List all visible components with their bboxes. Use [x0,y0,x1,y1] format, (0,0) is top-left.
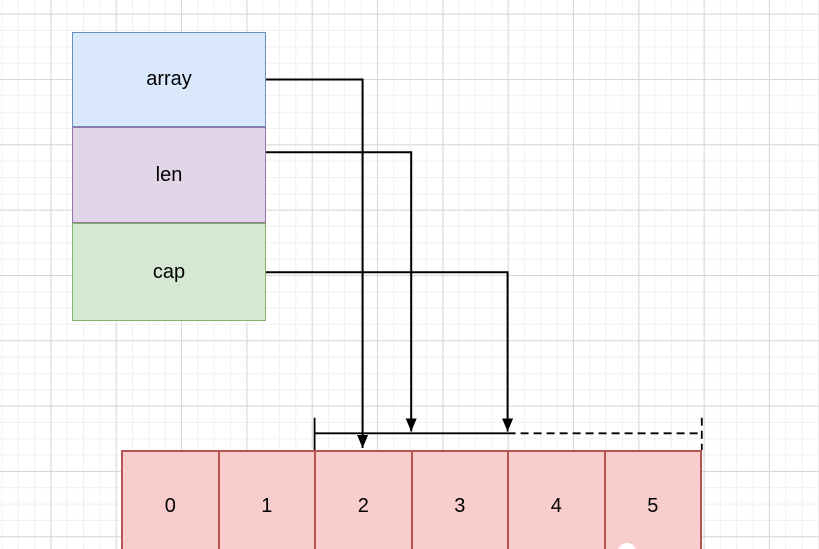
array-cell-4[interactable]: 4 [507,452,604,549]
array-cell-0[interactable]: 0 [123,452,218,549]
struct-field-array[interactable]: array [72,32,266,127]
len-pointer-arrow[interactable] [266,151,417,432]
connection-point-dot [618,543,636,549]
array-cell-4-label: 4 [550,494,562,517]
array-cell-5[interactable]: 5 [603,452,701,549]
struct-field-cap-label: cap [152,260,186,283]
array-pointer-arrow[interactable] [266,78,369,449]
array-cell-5-label: 5 [647,494,659,517]
struct-field-cap[interactable]: cap [72,223,266,321]
array-cell-1[interactable]: 1 [217,452,315,549]
backing-array-row: 0 1 2 3 4 5 [121,450,702,549]
array-cell-3-label: 3 [454,494,466,517]
cap-pointer-arrow[interactable] [266,271,514,432]
struct-field-array-label: array [146,68,192,90]
array-cell-3[interactable]: 3 [410,452,508,549]
struct-field-len[interactable]: len [72,127,266,223]
struct-field-len-label: len [155,163,183,186]
array-cell-2[interactable]: 2 [314,452,411,549]
array-cell-1-label: 1 [261,494,273,517]
array-cell-0-label: 0 [164,494,176,517]
array-cell-2-label: 2 [357,494,369,517]
